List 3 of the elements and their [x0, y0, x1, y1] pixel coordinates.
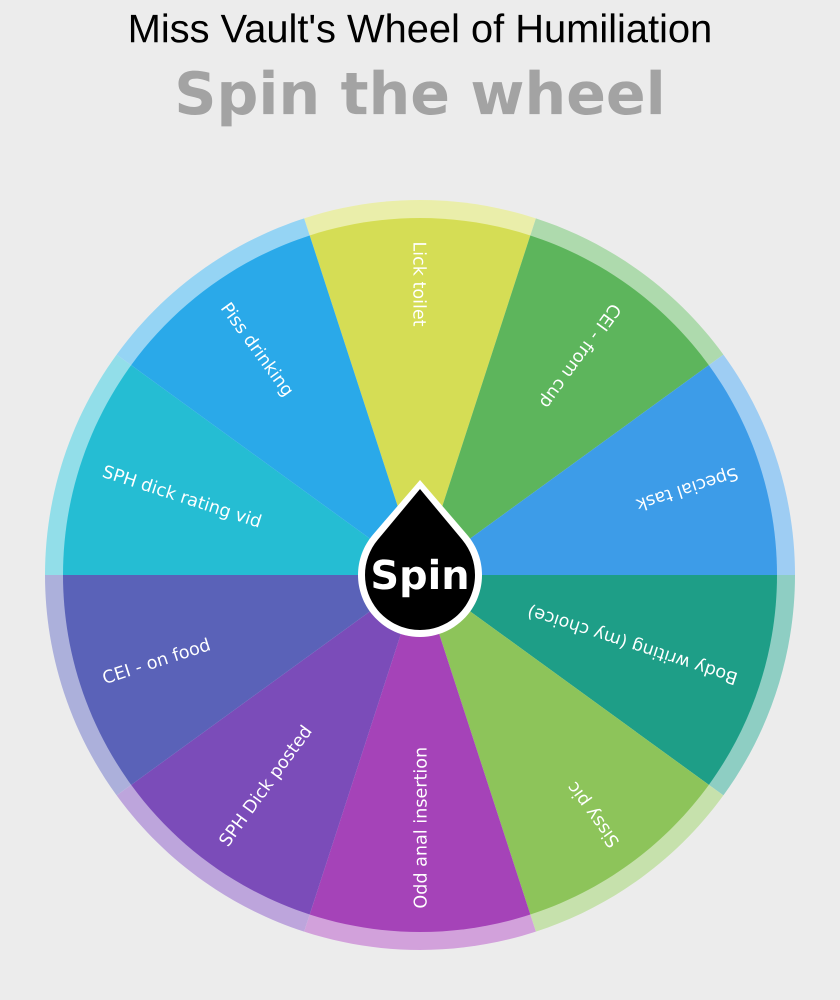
- heading: Spin the wheel: [178, 70, 661, 126]
- spin-button: Spin: [358, 480, 482, 637]
- title: Miss Vault's Wheel of Humiliation: [130, 13, 710, 43]
